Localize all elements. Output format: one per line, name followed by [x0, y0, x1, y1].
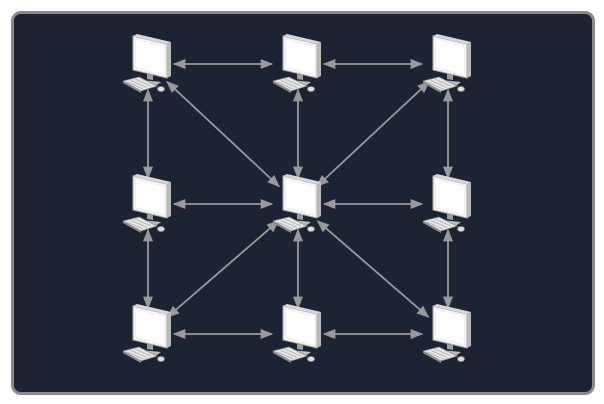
desktop-computer-icon: [273, 304, 322, 364]
connection-n3-n5: [316, 80, 430, 188]
desktop-computer-icon: [423, 304, 472, 364]
diagram-frame: [11, 11, 595, 395]
network-diagram: [123, 34, 472, 364]
desktop-computer-icon: [123, 34, 172, 94]
connection-n9-n5: [316, 220, 430, 318]
desktop-computer-icon: [423, 174, 472, 234]
desktop-computer-icon: [273, 34, 322, 94]
desktop-computer-icon: [123, 304, 172, 364]
connections-layer: [142, 58, 454, 340]
connection-n7-n5: [166, 220, 280, 318]
desktop-computer-icon: [273, 174, 322, 234]
nodes-layer: [123, 34, 472, 364]
desktop-computer-icon: [423, 34, 472, 94]
connection-n1-n5: [166, 80, 280, 188]
desktop-computer-icon: [123, 174, 172, 234]
